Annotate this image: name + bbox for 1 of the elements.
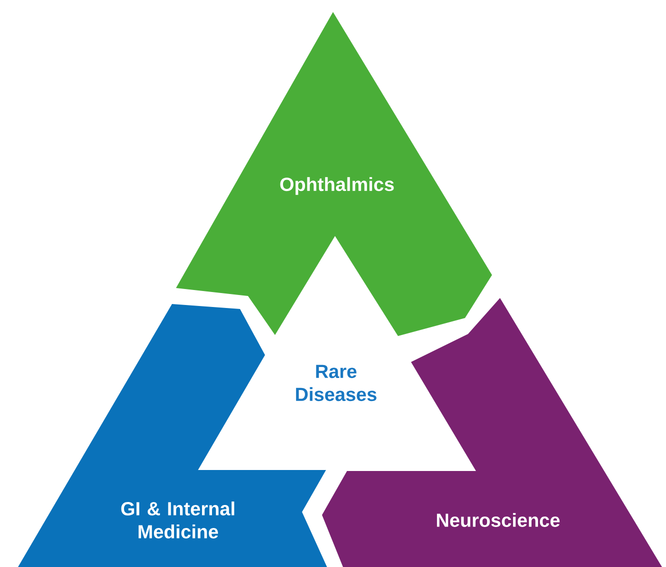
triangle-segment: Ophthalmics [176,12,492,336]
